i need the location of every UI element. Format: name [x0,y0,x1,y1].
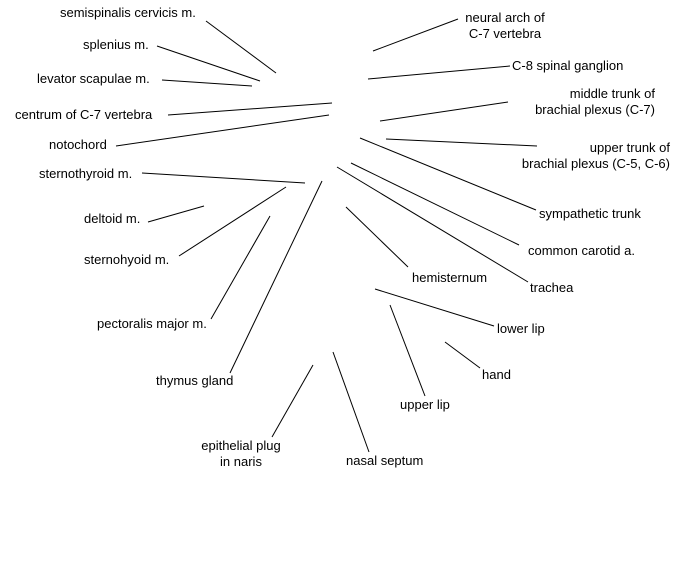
label-trachea: trachea [530,280,574,295]
label-middle-trunk-line2: brachial plexus (C-7) [535,102,655,117]
label-thymus: thymus gland [156,373,234,388]
label-semispinalis: semispinalis cervicis m. [60,5,196,20]
label-sternohyoid: sternohyoid m. [84,252,170,267]
label-sternothyroid: sternothyroid m. [39,166,133,181]
label-neural-arch-line2: C-7 vertebra [468,26,542,41]
leader-c8-ganglion [367,65,511,80]
label-epithelial-plug-line2: in naris [220,454,262,469]
label-middle-trunk: middle trunk of brachial plexus (C-7) [505,86,655,118]
label-levator-scapulae: levator scapulae m. [37,71,150,86]
leader-carotid [350,162,520,246]
label-sympathetic-trunk: sympathetic trunk [539,206,641,221]
label-upper-lip: upper lip [400,397,450,412]
label-deltoid: deltoid m. [84,211,141,226]
leader-hemisternum [345,206,409,268]
label-epithelial-plug: epithelial plug in naris [196,438,286,470]
label-neural-arch-line1: neural arch of [465,10,545,25]
label-middle-trunk-line1: middle trunk of [569,86,655,101]
leader-semispinalis [205,20,277,74]
label-lower-lip: lower lip [497,321,545,336]
label-centrum: centrum of C-7 vertebra [15,107,153,122]
leader-middle-trunk [379,101,509,122]
leader-sympathetic [359,137,537,211]
leader-hand [444,341,481,369]
leader-thymus [229,180,323,374]
leader-trachea [336,166,529,283]
leader-pectoralis [210,215,271,320]
label-c8-ganglion: C-8 spinal ganglion [512,58,624,73]
label-notochord: notochord [49,137,107,152]
label-splenius: splenius m. [83,37,149,52]
label-neural-arch: neural arch of C-7 vertebra [455,10,555,42]
leader-upper-trunk [385,138,538,147]
leader-upper-lip [389,304,426,397]
leader-splenius [156,45,261,82]
label-epithelial-plug-line1: epithelial plug [201,438,281,453]
leader-sternohyoid [178,186,287,257]
leader-centrum [167,102,333,116]
label-pectoralis-major: pectoralis major m. [97,316,207,331]
label-upper-trunk: upper trunk of brachial plexus (C-5, C-6… [500,140,670,172]
label-upper-trunk-line2: brachial plexus (C-5, C-6) [521,156,670,171]
leader-lower-lip [374,288,495,327]
leader-deltoid [147,205,205,223]
label-nasal-septum: nasal septum [346,453,424,468]
label-hand: hand [482,367,511,382]
leader-sternothyroid [141,172,306,184]
leader-nasal-septum [332,351,370,453]
leader-epithelial-plug [271,364,314,438]
label-upper-trunk-line1: upper trunk of [589,140,670,155]
label-hemisternum: hemisternum [412,270,488,285]
leader-levator [161,79,253,87]
leader-neural-arch [372,18,459,52]
leader-notochord [115,114,330,147]
label-common-carotid: common carotid a. [528,243,635,258]
